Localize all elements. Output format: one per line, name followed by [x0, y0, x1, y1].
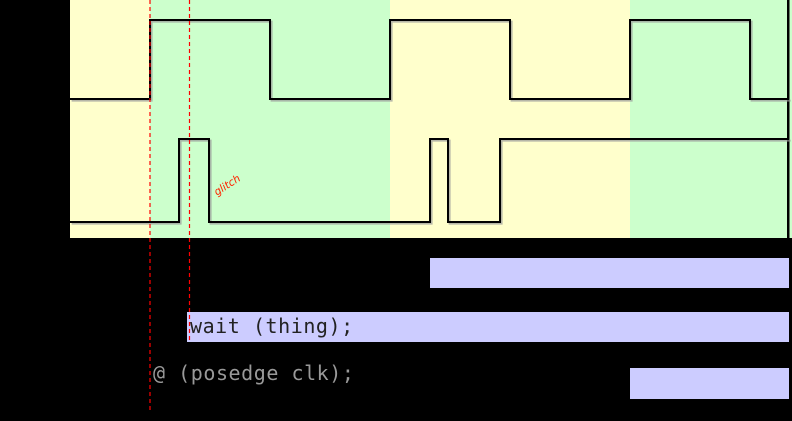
signal-clk-trace [70, 19, 789, 100]
statement-exec-bar-0 [430, 258, 789, 288]
background-band-3 [630, 0, 792, 241]
plot-right-border [787, 0, 790, 241]
code-statement-text-1: wait (thing); [190, 314, 354, 338]
statement-exec-bar-1 [187, 312, 789, 342]
signal-thing-trace-shadow [71, 139, 791, 225]
signal-thing-trace [70, 138, 789, 223]
plot-bottom-border [70, 238, 792, 241]
code-statement-text-2: @ (posedge clk); [153, 361, 354, 385]
background-band-0 [70, 0, 150, 241]
statement-exec-bar-2 [630, 368, 789, 399]
signal-clk-trace-shadow [71, 20, 791, 102]
